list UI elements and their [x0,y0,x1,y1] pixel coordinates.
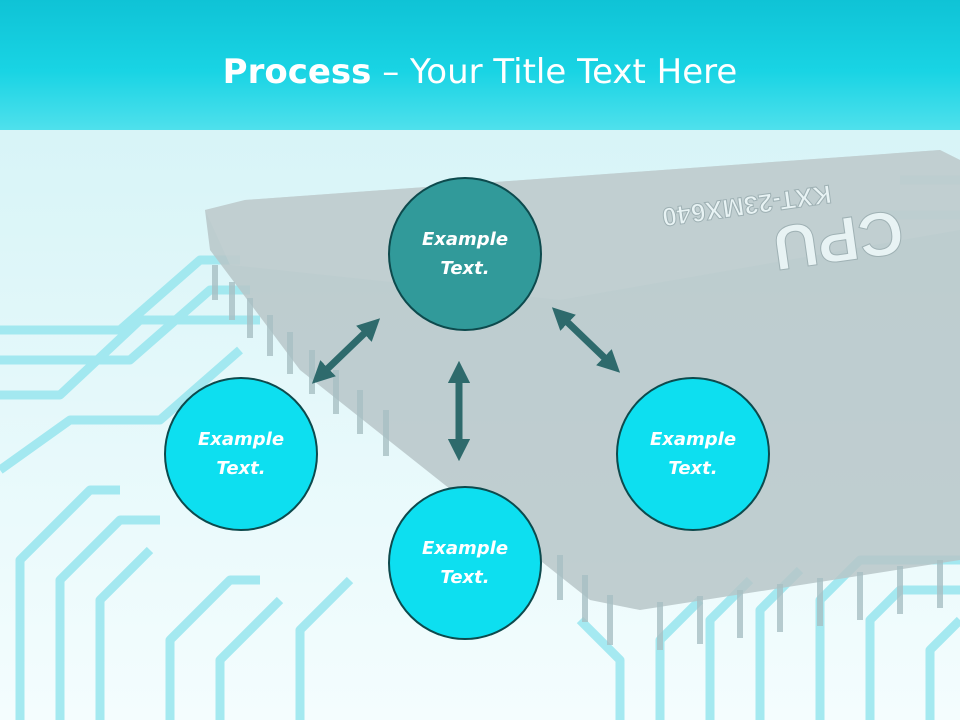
title-rest: Your Title Text Here [410,52,738,92]
slide-title: Process – Your Title Text Here [0,52,960,92]
arrow-left [311,318,381,384]
node-center-label: Example Text. [421,229,509,279]
title-dash: – [382,52,400,92]
node-left-label: Example Text. [197,429,285,479]
arrow-right [551,307,621,373]
node-center: Example Text. [388,177,542,331]
node-right: Example Text. [616,377,770,531]
node-left: Example Text. [164,377,318,531]
node-bottom: Example Text. [388,486,542,640]
title-bold: Process [222,52,372,92]
title-bar [0,0,960,130]
node-bottom-label: Example Text. [421,538,509,588]
node-right-label: Example Text. [649,429,737,479]
